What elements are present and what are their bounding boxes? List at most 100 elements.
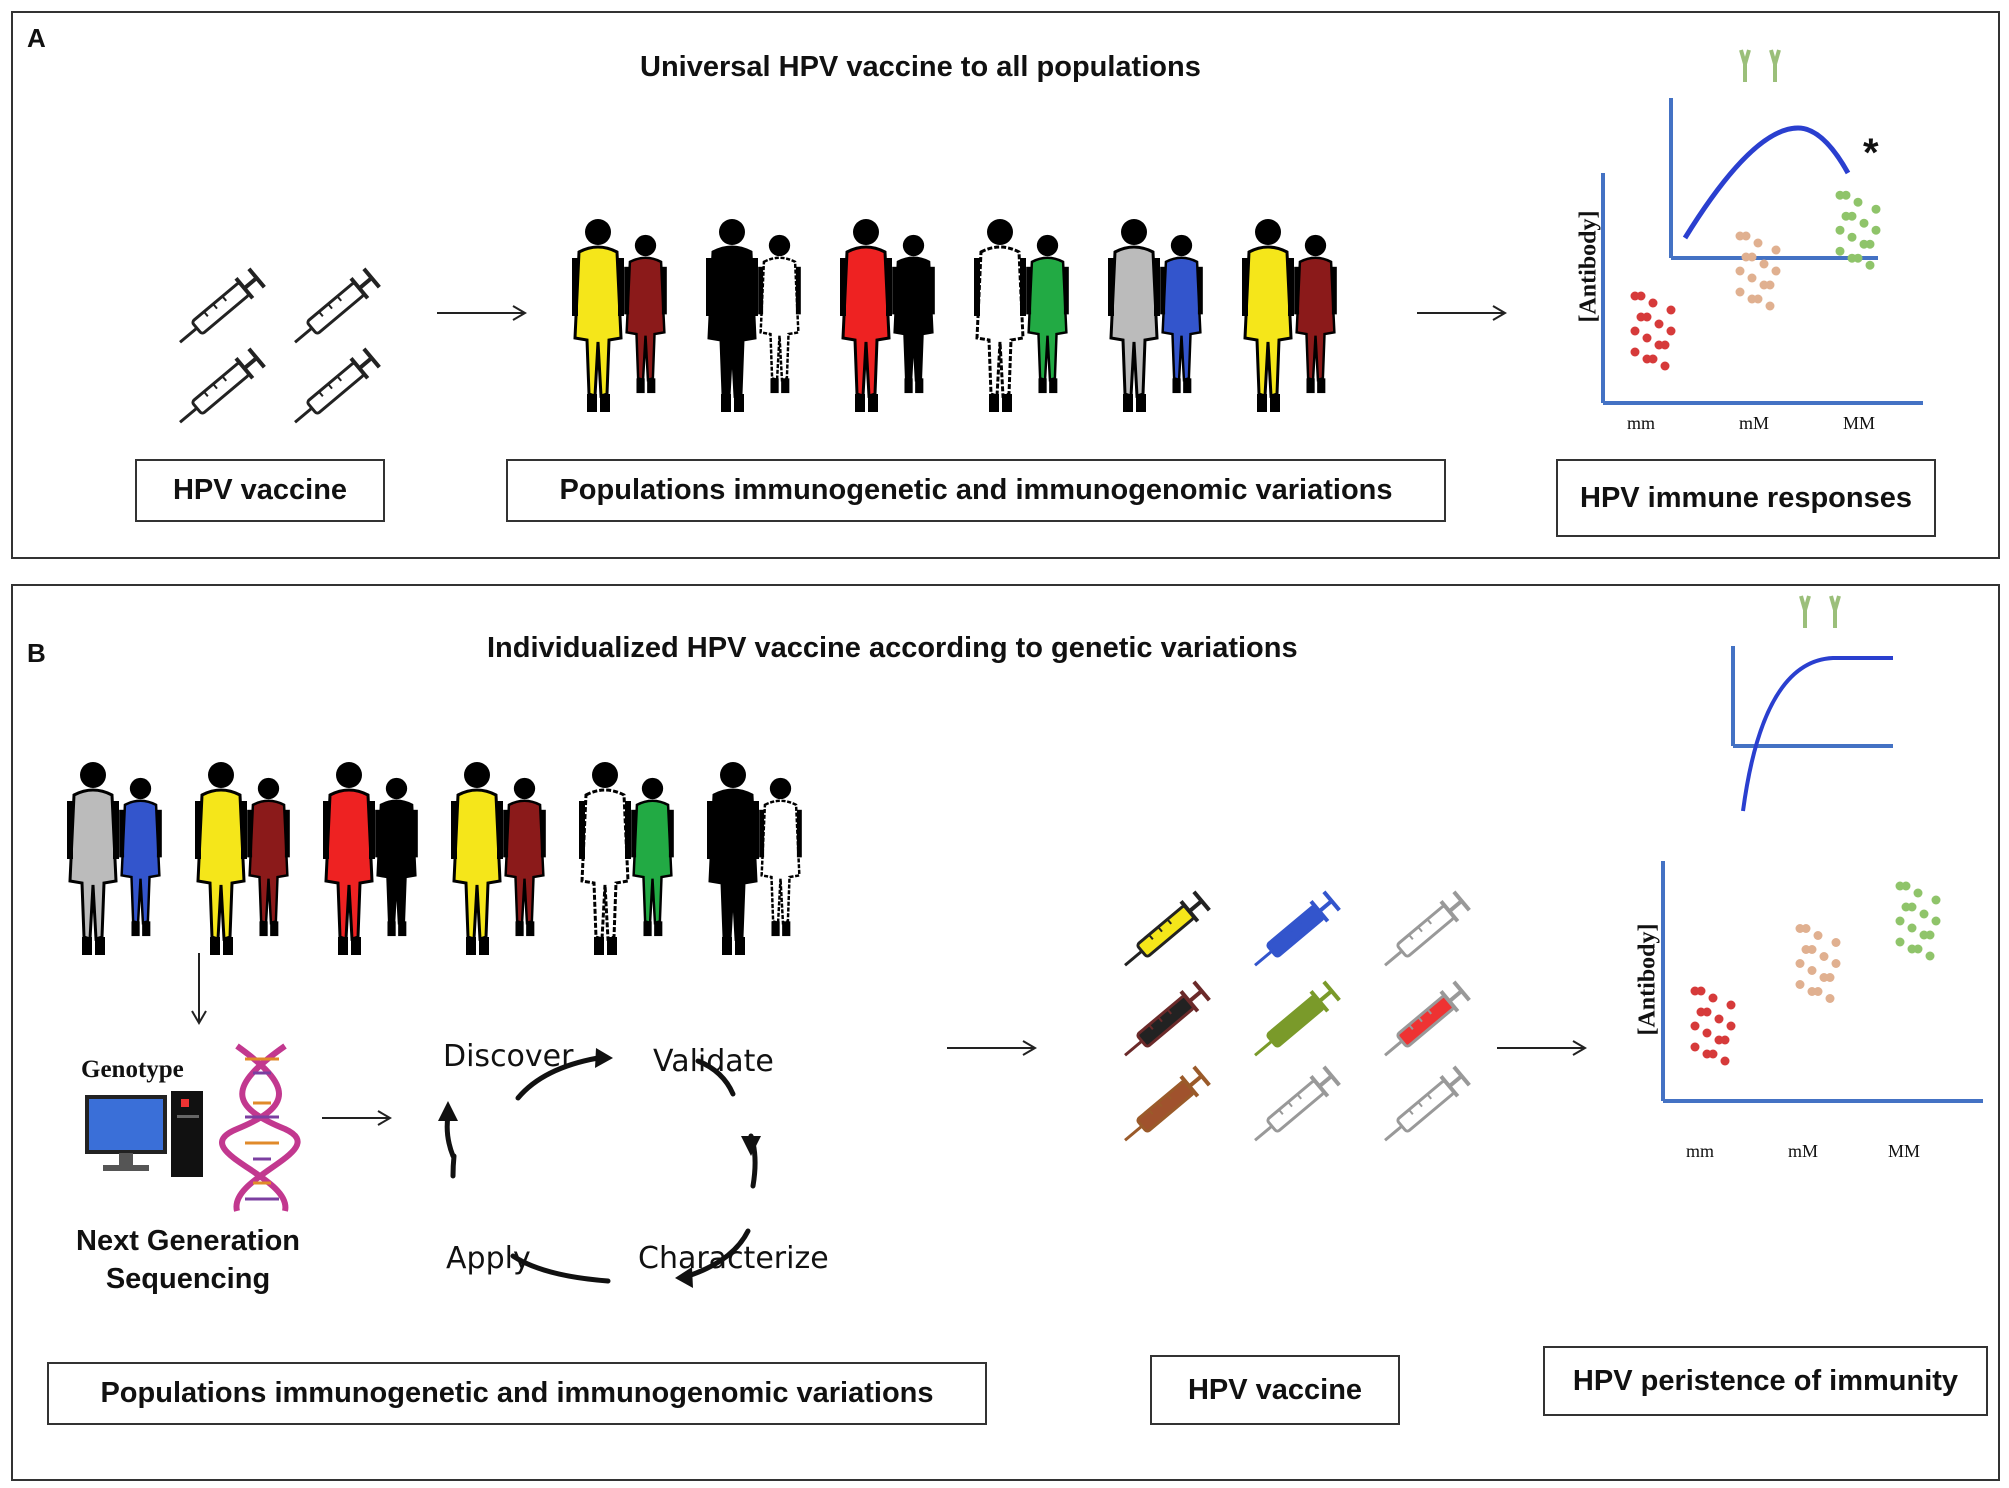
person-silhouette bbox=[758, 234, 801, 394]
person-silhouette bbox=[631, 777, 674, 937]
scatter-point bbox=[1865, 260, 1875, 270]
scatter-point bbox=[1853, 253, 1863, 263]
scatter-point bbox=[1726, 1021, 1736, 1031]
antibody-curve-chart bbox=[1669, 49, 1878, 260]
person-silhouette bbox=[503, 777, 546, 937]
scatter-point bbox=[1759, 259, 1769, 269]
person-silhouette bbox=[323, 762, 375, 955]
scatter-point bbox=[1913, 888, 1923, 898]
person-silhouette bbox=[1026, 234, 1069, 394]
x-tick: MM bbox=[1888, 1141, 1921, 1161]
scatter-point bbox=[1831, 959, 1841, 968]
person-silhouette bbox=[707, 762, 759, 955]
scatter-point bbox=[1795, 959, 1805, 968]
person-silhouette bbox=[195, 762, 247, 955]
scatter-point bbox=[1847, 232, 1857, 242]
arrow-right-icon bbox=[322, 1110, 392, 1126]
syringe-icon bbox=[1124, 980, 1211, 1057]
person-silhouette bbox=[1108, 219, 1160, 412]
scatter-point bbox=[1795, 980, 1805, 989]
scatter-point bbox=[1771, 245, 1781, 255]
person-silhouette bbox=[375, 777, 418, 937]
person-silhouette bbox=[892, 234, 935, 394]
immune-responses-box: HPV immune responses bbox=[1556, 459, 1936, 537]
syringe-icon bbox=[179, 267, 266, 344]
scatter-point bbox=[1841, 190, 1851, 200]
hpv-vaccine-box: HPV vaccine bbox=[135, 459, 385, 522]
syringe-icon bbox=[1384, 1065, 1471, 1142]
x-tick: mM bbox=[1788, 1141, 1819, 1161]
x-tick: mM bbox=[1739, 413, 1770, 433]
scatter-point bbox=[1753, 238, 1763, 248]
scatter-point bbox=[1741, 231, 1751, 241]
cycle-apply: Apply bbox=[446, 1241, 531, 1276]
scatter-point bbox=[1925, 930, 1935, 940]
scatter-point bbox=[1853, 197, 1863, 207]
persistence-of-immunity-box: HPV peristence of immunity bbox=[1543, 1346, 1988, 1416]
antibody-curve-chart bbox=[1731, 595, 1893, 748]
scatter-point bbox=[1642, 312, 1652, 322]
scatter-point bbox=[1708, 1049, 1718, 1059]
populations-variations-box: Populations immunogenetic and immunogeno… bbox=[47, 1362, 987, 1425]
significance-asterisk: * bbox=[1863, 131, 1879, 175]
scatter-point bbox=[1720, 1035, 1730, 1045]
panel-title: Universal HPV vaccine to all populations bbox=[640, 51, 1201, 83]
scatter-point bbox=[1807, 966, 1817, 975]
scatter-point bbox=[1801, 924, 1811, 933]
syringe-icon bbox=[1254, 1065, 1341, 1142]
panel-label: A bbox=[27, 23, 46, 53]
antibody-icon bbox=[1739, 49, 1781, 82]
panel-label: B bbox=[27, 638, 46, 668]
syringe-icon bbox=[294, 267, 381, 344]
scatter-point bbox=[1660, 361, 1670, 371]
dna-icon bbox=[219, 1043, 301, 1212]
saturation-curve bbox=[1741, 656, 1893, 812]
scatter-point bbox=[1690, 1021, 1700, 1031]
scatter-point bbox=[1925, 951, 1935, 961]
scatter-point bbox=[1630, 326, 1640, 336]
panel-b: B Individualized HPV vaccine according t… bbox=[11, 584, 2000, 1481]
antibody-scatter-chart bbox=[1661, 861, 1983, 1103]
scatter-point bbox=[1720, 1056, 1730, 1066]
scatter-point bbox=[1859, 218, 1869, 228]
ngs-line-1: Next Generation bbox=[76, 1225, 300, 1257]
scatter-point bbox=[1931, 895, 1941, 905]
scatter-point bbox=[1726, 1000, 1736, 1010]
ngs-label: Next Generation Sequencing bbox=[43, 1222, 333, 1298]
person-silhouette bbox=[1160, 234, 1203, 394]
scatter-point bbox=[1835, 246, 1845, 256]
scatter-point bbox=[1771, 266, 1781, 276]
population-silhouettes bbox=[67, 762, 802, 955]
syringe-icon bbox=[1254, 890, 1341, 967]
personalized-syringes bbox=[1124, 890, 1471, 1142]
x-tick: MM bbox=[1843, 413, 1876, 433]
scatter-point bbox=[1702, 1028, 1712, 1038]
scatter-point bbox=[1907, 923, 1917, 933]
syringe-icon bbox=[1384, 890, 1471, 967]
x-tick: mm bbox=[1686, 1141, 1715, 1161]
arrow-right-icon bbox=[1417, 305, 1507, 321]
scatter-point bbox=[1907, 902, 1917, 912]
research-cycle-diagram bbox=[438, 1048, 761, 1288]
scatter-point bbox=[1654, 319, 1664, 329]
antibody-scatter-chart bbox=[1601, 173, 1923, 405]
genotype-label: Genotype bbox=[81, 1056, 184, 1083]
person-silhouette bbox=[840, 219, 892, 412]
cycle-discover: Discover bbox=[443, 1039, 574, 1074]
scatter-point bbox=[1735, 266, 1745, 276]
scatter-point bbox=[1847, 211, 1857, 221]
scatter-point bbox=[1630, 347, 1640, 357]
x-tick: mm bbox=[1627, 413, 1656, 433]
scatter-point bbox=[1636, 291, 1646, 301]
computer-icon bbox=[85, 1091, 203, 1177]
scatter-point bbox=[1865, 239, 1875, 249]
scatter-point bbox=[1807, 945, 1817, 954]
scatter-point bbox=[1913, 944, 1923, 954]
syringe-icon bbox=[294, 347, 381, 424]
scatter-point bbox=[1648, 354, 1658, 364]
person-silhouette bbox=[119, 777, 162, 937]
scatter-point bbox=[1648, 298, 1658, 308]
panel-title: Individualized HPV vaccine according to … bbox=[487, 632, 1298, 664]
person-silhouette bbox=[451, 762, 503, 955]
scatter-point bbox=[1831, 938, 1841, 947]
